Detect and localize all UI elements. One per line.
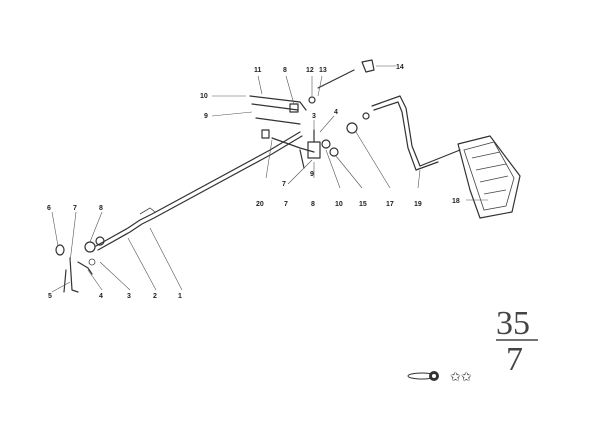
callout-3: 3 [127, 293, 131, 300]
callout-18: 18 [452, 198, 460, 205]
callout-9b: 9 [310, 171, 314, 178]
callout-20: 20 [256, 201, 264, 208]
page-reference: 35 7 [496, 305, 538, 378]
callout-1: 1 [178, 293, 182, 300]
callout-8b: 8 [283, 67, 287, 74]
callout-2: 2 [153, 293, 157, 300]
accelerator-pedal [457, 135, 521, 219]
callout-14: 14 [396, 64, 404, 71]
callout-15: 15 [359, 201, 367, 208]
accelerator-cable [371, 95, 461, 171]
callout-12: 12 [306, 67, 314, 74]
callout-6: 6 [47, 205, 51, 212]
callout-11: 11 [254, 67, 262, 74]
car-emblem-icon [407, 371, 439, 381]
leader-lines [51, 65, 488, 293]
callout-10a: 10 [200, 93, 208, 100]
callout-4b: 4 [334, 109, 338, 116]
callout-7c: 7 [282, 181, 286, 188]
callout-13: 13 [319, 67, 327, 74]
callout-9a: 9 [204, 113, 208, 120]
model-stars: ✩✩ [450, 370, 472, 385]
callout-8: 8 [99, 205, 103, 212]
page-sub-number: 7 [506, 341, 523, 378]
callout-7b: 7 [284, 201, 288, 208]
callout-10b: 10 [335, 201, 343, 208]
middle-linkage [271, 112, 370, 169]
page-group-number: 35 [496, 305, 530, 342]
callout-8c: 8 [311, 201, 315, 208]
callout-labels: 1 2 3 4 5 6 7 8 10 9 11 8 12 13 14 3 4 2… [47, 64, 460, 300]
callout-5: 5 [48, 293, 52, 300]
callout-3b: 3 [312, 113, 316, 120]
callout-4: 4 [99, 293, 103, 300]
callout-19: 19 [414, 201, 422, 208]
throttle-rod [95, 131, 303, 251]
model-badge: ✩✩ [407, 370, 472, 385]
callout-17: 17 [386, 201, 394, 208]
left-lever-assembly [55, 236, 105, 293]
callout-7: 7 [73, 205, 77, 212]
